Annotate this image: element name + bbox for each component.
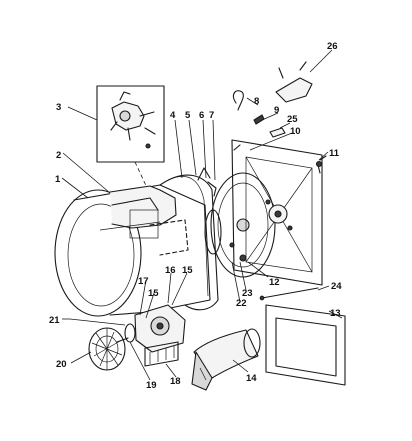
callout-17: 17 — [138, 276, 149, 287]
callout-labels: 26 3 2 1 4 5 6 7 8 9 25 10 11 12 23 22 2… — [49, 41, 342, 391]
vent-grille-panel — [265, 304, 346, 386]
rear-panel — [231, 139, 327, 286]
callout-22: 22 — [236, 298, 247, 309]
callout-16: 16 — [165, 265, 176, 276]
callout-2: 2 — [56, 150, 61, 161]
callout-5: 5 — [185, 110, 191, 121]
callout-15: 15 — [148, 288, 159, 299]
callout-19: 19 — [146, 380, 157, 391]
callout-11: 11 — [329, 148, 340, 159]
callout-7: 7 — [209, 110, 214, 121]
air-duct — [191, 328, 261, 391]
drum-shell — [149, 174, 219, 311]
rod-part — [261, 287, 319, 299]
front-drum-ring — [54, 184, 211, 317]
callout-20: 20 — [56, 359, 67, 370]
callout-24: 24 — [331, 281, 342, 292]
callout-25: 25 — [287, 114, 298, 125]
callout-14: 14 — [246, 373, 257, 384]
callout-3: 3 — [56, 102, 61, 113]
leader-lines — [61, 49, 343, 381]
small-hardware — [233, 61, 323, 174]
callout-8: 8 — [254, 96, 259, 107]
motor-assembly — [69, 304, 186, 367]
inset-detail-box — [96, 85, 165, 163]
callout-18: 18 — [170, 376, 181, 387]
callout-15-top: 15 — [182, 265, 193, 276]
callout-9: 9 — [274, 105, 279, 116]
callout-13: 13 — [330, 308, 341, 319]
callout-4: 4 — [170, 110, 176, 121]
callout-21: 21 — [49, 315, 60, 326]
drive-belt-and-seals — [197, 167, 276, 278]
callout-1: 1 — [55, 174, 61, 185]
callout-10: 10 — [290, 126, 301, 137]
callout-23: 23 — [242, 288, 253, 299]
blower-wheel — [88, 327, 126, 371]
callout-12: 12 — [269, 277, 280, 288]
callout-6: 6 — [199, 110, 204, 121]
callout-26: 26 — [327, 41, 338, 52]
